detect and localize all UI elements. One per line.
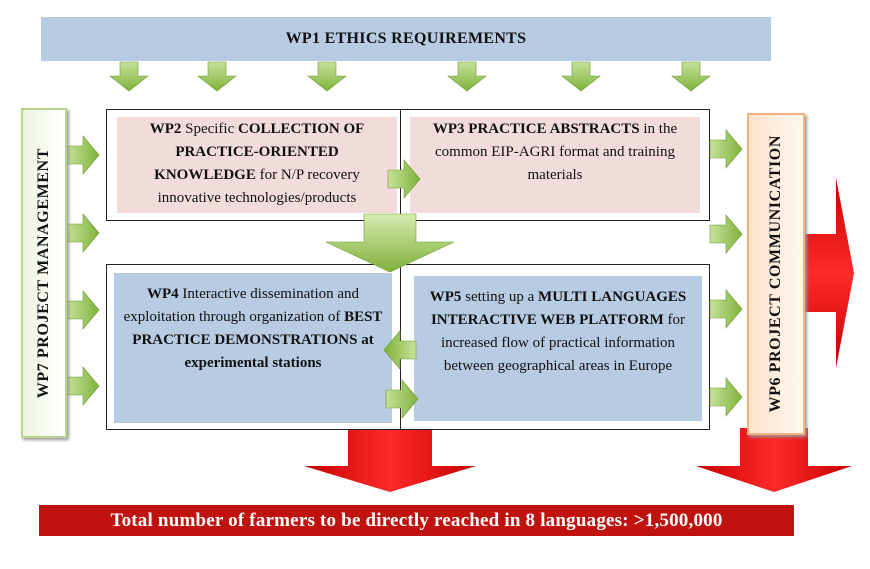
red-down-arrow-icon bbox=[304, 428, 476, 492]
wp5-title: MULTI LANGUAGES INTERACTIVE WEB PLATFORM bbox=[430, 289, 687, 328]
wp2-title: COLLECTION OF PRACTICE-ORIENTED KNOWLEDG… bbox=[154, 121, 365, 183]
down-arrow-icon bbox=[307, 61, 347, 92]
right-arrow-icon bbox=[66, 366, 100, 406]
wp5-code: WP5 bbox=[429, 289, 462, 305]
wp5-text-b: for increased flow of practical informat… bbox=[440, 312, 686, 374]
wp1-label: WP1 ETHICS REQUIREMENTS bbox=[285, 30, 527, 47]
big-down-arrow-icon bbox=[325, 213, 455, 273]
wp1-down-arrows bbox=[109, 61, 711, 92]
right-arrow-icon bbox=[709, 289, 743, 329]
farmers-reach-banner: Total number of farmers to be directly r… bbox=[39, 505, 794, 536]
down-arrow-icon bbox=[447, 61, 487, 92]
left-arrow-icon bbox=[383, 330, 417, 370]
red-right-arrow-icon bbox=[792, 178, 854, 368]
wp4-text: Interactive dissemination and exploitati… bbox=[123, 286, 360, 325]
down-arrow-icon bbox=[671, 61, 711, 92]
right-arrow-icon bbox=[385, 379, 419, 419]
wp5-box: WP5 setting up a MULTI LANGUAGES INTERAC… bbox=[414, 276, 702, 421]
right-arrow-icon bbox=[66, 135, 100, 175]
wp1-ethics-banner: WP1 ETHICS REQUIREMENTS bbox=[41, 17, 771, 61]
down-arrow-icon bbox=[109, 61, 149, 92]
red-down-arrow-icon bbox=[696, 428, 852, 492]
wp7-label: WP7 PROJECT MANAGEMENT bbox=[35, 147, 52, 399]
wp7-management-bar: WP7 PROJECT MANAGEMENT bbox=[21, 108, 67, 438]
right-arrow-icon bbox=[709, 214, 743, 254]
right-arrow-icon bbox=[66, 290, 100, 330]
wp2-box: WP2 Specific COLLECTION OF PRACTICE-ORIE… bbox=[117, 117, 397, 213]
farmers-reach-label: Total number of farmers to be directly r… bbox=[110, 509, 723, 531]
down-arrow-icon bbox=[197, 61, 237, 92]
wp4-box: WP4 Interactive dissemination and exploi… bbox=[114, 273, 392, 423]
top-frame-divider bbox=[400, 109, 401, 221]
wp4-code: WP4 bbox=[146, 286, 179, 302]
right-arrow-icon bbox=[387, 159, 421, 199]
wp6-label: WP6 PROJECT COMMUNICATION bbox=[767, 135, 784, 413]
wp4-title: BEST PRACTICE DEMONSTRATIONS at experime… bbox=[132, 309, 383, 371]
wp5-text-a: setting up a bbox=[461, 289, 539, 305]
right-arrow-icon bbox=[66, 213, 100, 253]
wp6-communication-bar: WP6 PROJECT COMMUNICATION bbox=[747, 113, 805, 435]
wp3-box: WP3 PRACTICE ABSTRACTS in the common EIP… bbox=[410, 117, 700, 213]
wp2-code: WP2 bbox=[149, 121, 182, 137]
right-arrow-icon bbox=[709, 129, 743, 169]
right-arrow-icon bbox=[709, 377, 743, 417]
wp3-title: WP3 PRACTICE ABSTRACTS bbox=[432, 121, 640, 137]
wp3-text: in the common EIP-AGRI format and traini… bbox=[435, 121, 678, 183]
wp2-text-b: for N/P recovery innovative technologies… bbox=[157, 167, 360, 206]
wp2-text-a: Specific bbox=[181, 121, 239, 137]
down-arrow-icon bbox=[561, 61, 601, 92]
